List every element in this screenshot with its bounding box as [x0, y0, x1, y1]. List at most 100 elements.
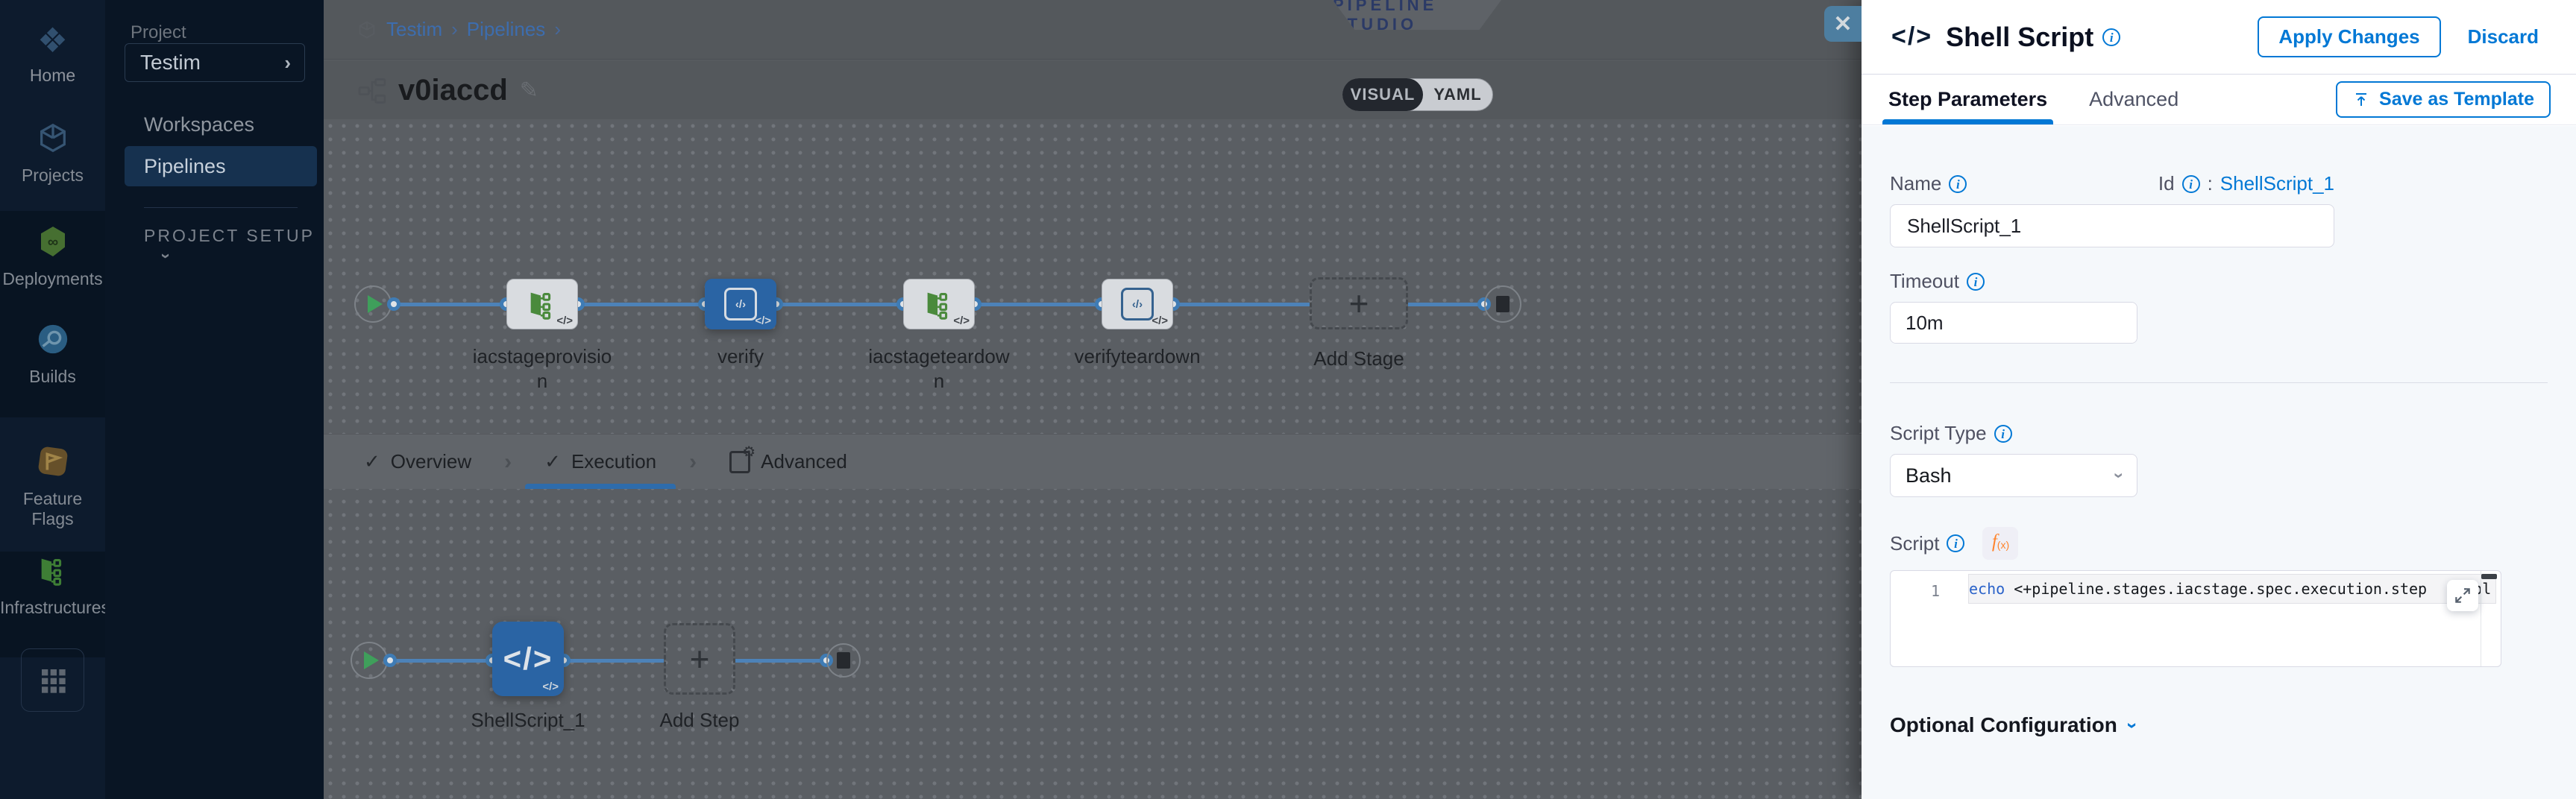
- close-drawer-button[interactable]: ✕: [1824, 6, 1862, 42]
- nav-item-feature-flags[interactable]: Feature Flags: [0, 444, 105, 529]
- module-nav: ❖ Home Projects ∞ Deployments: [0, 0, 110, 799]
- pipeline-canvas-area: Testim › Pipelines › PIPELINE STUDIO v0i…: [324, 0, 1862, 799]
- stage-label[interactable]: iacstageprovision: [472, 345, 612, 392]
- pipeline-end-node[interactable]: [1484, 285, 1521, 323]
- shell-badge: </>: [556, 315, 573, 327]
- info-icon[interactable]: i: [1949, 174, 1967, 193]
- add-stage-node[interactable]: +: [1310, 277, 1408, 329]
- stage-label[interactable]: verifyteardown: [1074, 345, 1201, 367]
- nav-item-deployments[interactable]: ∞ Deployments: [0, 224, 105, 289]
- fx-sub-label: (x): [1997, 539, 2010, 551]
- visual-yaml-toggle[interactable]: VISUAL YAML: [1342, 78, 1493, 111]
- play-icon: [364, 651, 379, 669]
- feature-flags-icon: [36, 444, 70, 483]
- apply-changes-button[interactable]: Apply Changes: [2258, 16, 2441, 57]
- pipeline-start-node[interactable]: [354, 285, 392, 323]
- sidebar-item-pipelines[interactable]: Pipelines: [125, 146, 317, 186]
- drawer-body: Name i Id i : ShellScript_1 Timeout i: [1862, 126, 2576, 799]
- app-grid-button[interactable]: [21, 648, 84, 712]
- info-icon[interactable]: i: [1947, 534, 1965, 552]
- script-code-editor[interactable]: 1 echo <+pipeline.stages.iacstage.spec.e…: [1890, 570, 2501, 667]
- nav-item-home[interactable]: ❖ Home: [0, 21, 105, 86]
- script-type-select[interactable]: Bash ›: [1890, 454, 2137, 497]
- expression-fx-button[interactable]: f (x): [1982, 527, 2019, 560]
- project-setup-toggle[interactable]: PROJECT SETUP ›: [144, 226, 324, 266]
- nav-item-builds[interactable]: Builds: [0, 322, 105, 387]
- step-node-shellscript[interactable]: </> </>: [492, 622, 564, 696]
- stage-label[interactable]: iacstageteardown: [868, 345, 1010, 392]
- tab-overview[interactable]: ✓ Overview: [364, 435, 471, 489]
- nav-item-infrastructures[interactable]: Infrastructures: [0, 553, 110, 618]
- execution-start-node[interactable]: [351, 642, 388, 679]
- name-input[interactable]: [1890, 204, 2334, 247]
- shell-badge: </>: [755, 315, 771, 327]
- toggle-yaml[interactable]: YAML: [1433, 85, 1482, 104]
- script-type-value: Bash: [1906, 464, 1952, 487]
- project-label: Project: [131, 22, 186, 42]
- breadcrumb-pipelines[interactable]: Pipelines: [466, 18, 546, 40]
- project-selector[interactable]: Testim ›: [125, 43, 305, 82]
- chevron-right-icon: ›: [284, 51, 291, 74]
- edit-pencil-icon[interactable]: ✎: [519, 78, 538, 103]
- code-active-line[interactable]: echo <+pipeline.stages.iacstage.spec.exe…: [1968, 574, 2496, 604]
- script-type-label: Script Type i: [1890, 422, 2546, 445]
- stage-node-verifyteardown[interactable]: ‹/› </>: [1102, 279, 1173, 329]
- link-port[interactable]: [383, 654, 397, 667]
- id-value[interactable]: ShellScript_1: [2220, 172, 2334, 195]
- tab-execution[interactable]: ✓ Execution: [525, 435, 676, 489]
- timeout-field: [1890, 302, 2137, 344]
- stage-node-verify-selected[interactable]: ‹/› </>: [705, 279, 776, 329]
- drawer-tabs: Step Parameters Advanced Save as Templat…: [1862, 75, 2576, 125]
- add-step-label[interactable]: Add Step: [659, 709, 740, 731]
- divider: [1890, 382, 2548, 383]
- toggle-visual[interactable]: VISUAL: [1342, 78, 1423, 111]
- stage-node-iacstageteardown[interactable]: </>: [903, 279, 975, 329]
- graph-link: [776, 303, 903, 306]
- add-step-node[interactable]: +: [664, 623, 735, 695]
- tab-label: Execution: [571, 450, 657, 473]
- stage-tabs: ✓ Overview › ✓ Execution › Advanced: [324, 434, 1862, 489]
- stage-node-iacstageprovision[interactable]: </>: [506, 279, 578, 329]
- breadcrumb-project[interactable]: Testim: [386, 18, 443, 40]
- pipeline-title-bar: v0iaccd ✎ VISUAL YAML: [324, 60, 1862, 119]
- info-icon[interactable]: i: [2102, 28, 2121, 46]
- id-label: Id: [2158, 172, 2175, 195]
- project-selector-value: Testim: [140, 51, 201, 74]
- project-sidebar: Project Testim › Workspaces Pipelines PR…: [105, 0, 324, 799]
- optional-configuration-label: Optional Configuration: [1890, 713, 2117, 736]
- step-label[interactable]: ShellScript_1: [471, 709, 585, 731]
- tab-advanced-drawer[interactable]: Advanced: [2089, 88, 2179, 110]
- stage-label[interactable]: verify: [717, 345, 764, 367]
- execution-end-node[interactable]: [826, 643, 861, 678]
- graph-link: [578, 303, 705, 306]
- graph-link: [975, 303, 1102, 306]
- nav-item-projects[interactable]: Projects: [0, 121, 105, 186]
- sidebar-item-workspaces[interactable]: Workspaces: [144, 113, 255, 136]
- upload-icon: [2356, 92, 2367, 106]
- timeout-input[interactable]: [1891, 303, 2137, 343]
- pipeline-name: v0iaccd: [398, 74, 508, 107]
- harness-logo-icon: ❖: [37, 21, 69, 60]
- info-icon[interactable]: i: [1994, 424, 2012, 443]
- link-port[interactable]: [387, 297, 400, 311]
- nav-section: [0, 552, 105, 657]
- breadcrumb[interactable]: Testim › Pipelines ›: [356, 18, 561, 41]
- breadcrumb-separator: ›: [451, 18, 458, 40]
- expand-editor-button[interactable]: [2447, 580, 2478, 611]
- editor-scrollbar-thumb[interactable]: [2481, 574, 2497, 579]
- tab-advanced[interactable]: Advanced: [729, 435, 847, 489]
- breadcrumb-separator: ›: [554, 18, 561, 40]
- pipeline-graph-icon: [358, 78, 386, 104]
- save-as-template-button[interactable]: Save as Template: [2336, 81, 2551, 118]
- graph-link: [392, 303, 506, 306]
- stop-icon: [837, 652, 850, 669]
- line-number: 1: [1930, 582, 1940, 600]
- tab-step-parameters[interactable]: Step Parameters: [1882, 75, 2054, 124]
- optional-configuration-toggle[interactable]: Optional Configuration ›: [1890, 713, 2546, 737]
- step-id: Id i : ShellScript_1: [2158, 172, 2334, 195]
- info-icon[interactable]: i: [2181, 174, 2200, 193]
- discard-button[interactable]: Discard: [2467, 25, 2539, 48]
- info-icon[interactable]: i: [1966, 272, 1985, 291]
- add-stage-label[interactable]: Add Stage: [1313, 347, 1404, 370]
- plus-icon: +: [1348, 284, 1369, 323]
